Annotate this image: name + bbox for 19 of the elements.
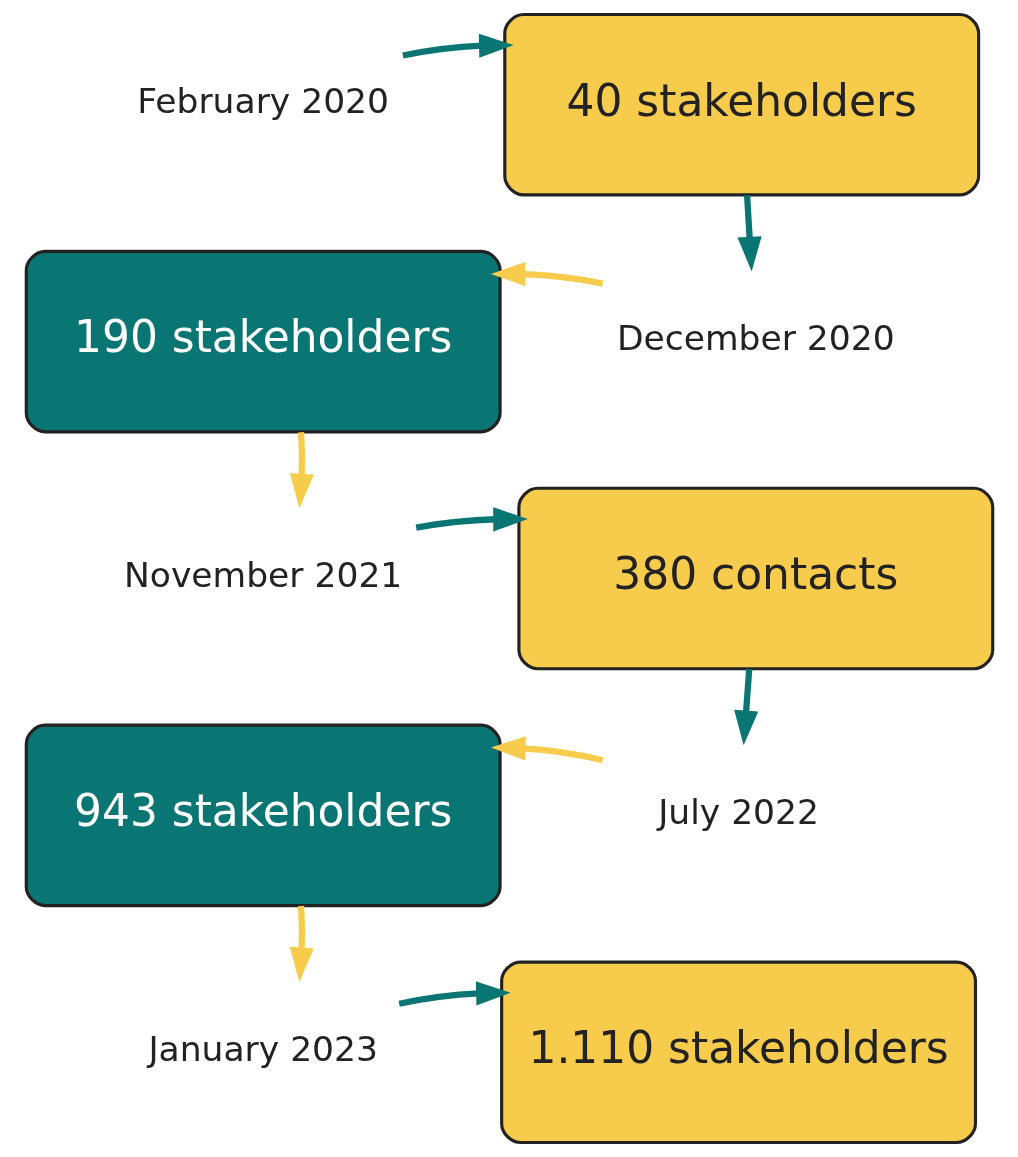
arrow	[415, 507, 528, 532]
node-box: 40 stakeholders	[502, 12, 980, 197]
arrow	[737, 195, 762, 272]
node-text: November 2021	[123, 555, 402, 596]
node-text: January 2023	[147, 1029, 378, 1070]
arrow	[490, 736, 603, 764]
node-text: July 2022	[657, 792, 819, 833]
arrow	[398, 981, 511, 1007]
node-box: 190 stakeholders	[24, 249, 502, 434]
arrow	[289, 905, 314, 983]
node-box: 943 stakeholders	[24, 723, 502, 908]
node-box: 380 contacts	[516, 486, 994, 671]
arrow	[289, 432, 314, 509]
arrow	[733, 668, 758, 746]
arrow	[490, 262, 603, 287]
arrow	[401, 33, 514, 59]
node-box: 1.110 stakeholders	[499, 960, 977, 1145]
node-text: February 2020	[136, 81, 389, 122]
node-text: December 2020	[616, 318, 895, 359]
